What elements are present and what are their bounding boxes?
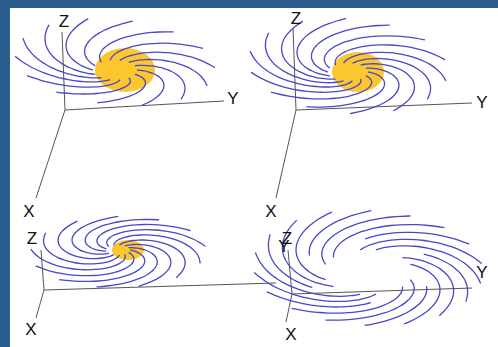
field-line: [100, 32, 174, 62]
axis-label: Z: [291, 10, 301, 27]
axis-line: [288, 250, 292, 294]
field-line: [44, 233, 120, 264]
axis-label: X: [23, 203, 34, 220]
axis-label: Z: [59, 13, 69, 30]
axis-label: Z: [282, 230, 292, 247]
field-line: [335, 45, 445, 65]
field-line: [350, 68, 399, 114]
field-line: [45, 25, 95, 75]
field-line: [424, 254, 468, 302]
axis-line: [41, 250, 44, 290]
axis-label: Y: [476, 264, 487, 281]
axis-label: Z: [27, 230, 37, 247]
field-line: [66, 19, 93, 70]
field-line: [326, 280, 415, 320]
axis-label: X: [265, 203, 276, 220]
field-line: [129, 59, 207, 85]
field-line: [120, 52, 215, 67]
field-line: [137, 70, 164, 105]
field-line-panel: [31, 216, 206, 287]
field-line: [31, 249, 126, 270]
field-line: [402, 258, 453, 316]
axis-line: [36, 290, 44, 318]
field-line: [254, 272, 376, 301]
field-line: [292, 286, 403, 313]
axis-label: Y: [227, 90, 238, 107]
axis-label: Y: [476, 94, 487, 111]
axis-line: [292, 288, 472, 294]
axes: [36, 28, 472, 322]
field-line: [296, 212, 332, 280]
field-line: [311, 25, 389, 72]
axis-line: [276, 110, 296, 198]
axis-line: [36, 110, 65, 198]
field-line: [85, 21, 133, 66]
field-line: [97, 248, 158, 287]
field-line: [119, 240, 185, 278]
field-line: [360, 64, 414, 111]
field-line: [135, 65, 185, 99]
axis-line: [44, 283, 276, 290]
axis-line: [65, 101, 224, 110]
axis-line: [62, 32, 65, 110]
field-line-panel: [15, 19, 215, 106]
field-line: [404, 264, 440, 324]
field-line: [282, 220, 333, 286]
field-line: [265, 33, 343, 83]
field-line: [376, 246, 481, 284]
field-line: [365, 286, 427, 325]
field-line-panel: [250, 18, 446, 113]
axis-label: X: [25, 321, 36, 338]
field-line: [23, 38, 101, 78]
field-line: [282, 21, 336, 79]
axis-line: [286, 294, 292, 322]
field-line: [72, 216, 118, 254]
axis-label: X: [285, 326, 296, 343]
field-line: [297, 18, 346, 76]
field-line-panel: [254, 211, 482, 326]
